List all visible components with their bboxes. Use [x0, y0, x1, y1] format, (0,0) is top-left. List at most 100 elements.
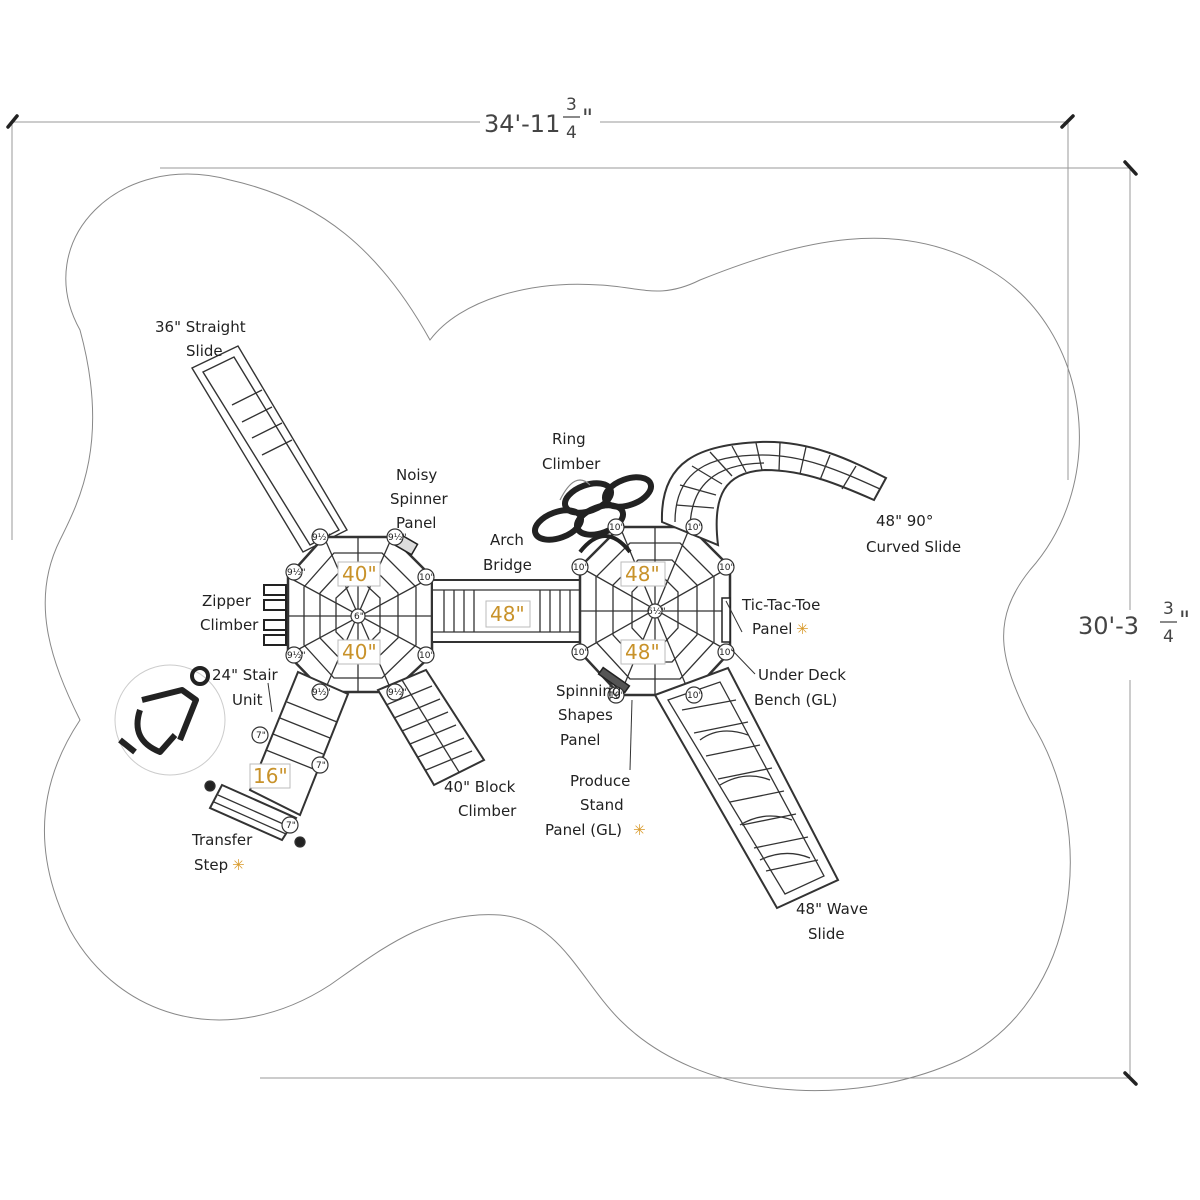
- label-under-deck-bench: Under Deck Bench (GL): [754, 666, 846, 709]
- svg-text:Slide: Slide: [186, 342, 223, 360]
- spinning-shapes-panel: [597, 666, 631, 694]
- svg-text:7": 7": [286, 821, 296, 831]
- svg-text:7": 7": [256, 731, 266, 741]
- svg-text:4: 4: [1163, 627, 1174, 647]
- svg-text:Climber: Climber: [458, 802, 517, 820]
- label-noisy-spinner: Noisy Spinner Panel: [390, 466, 448, 532]
- svg-text:Panel: Panel: [560, 731, 600, 749]
- svg-text:Panel: Panel: [396, 514, 436, 532]
- svg-text:Shapes: Shapes: [558, 706, 613, 724]
- label-zipper-climber: Zipper Climber: [200, 592, 259, 634]
- transfer-step: [204, 780, 306, 848]
- svg-text:✳: ✳: [796, 620, 809, 638]
- svg-text:Zipper: Zipper: [202, 592, 252, 610]
- straight-slide: [191, 345, 348, 553]
- svg-text:Arch: Arch: [490, 531, 524, 549]
- svg-text:Climber: Climber: [200, 616, 259, 634]
- svg-text:24" Stair: 24" Stair: [212, 666, 279, 684]
- stair-unit: [248, 670, 350, 817]
- svg-text:10": 10": [719, 563, 735, 573]
- dimension-ticks: [6, 114, 1138, 1086]
- label-stair-unit: 24" Stair Unit: [212, 666, 279, 709]
- svg-text:10": 10": [419, 573, 435, 583]
- svg-text:3: 3: [566, 95, 577, 115]
- svg-text:Bench (GL): Bench (GL): [754, 691, 837, 709]
- svg-text:Panel: Panel: [752, 620, 792, 638]
- svg-text:9½": 9½": [312, 688, 331, 698]
- svg-text:4: 4: [566, 123, 577, 143]
- svg-text:Climber: Climber: [542, 455, 601, 473]
- label-straight-slide: 36" Straight Slide: [155, 318, 246, 360]
- use-zone-boundary: [44, 173, 1080, 1092]
- block-climber: [376, 668, 486, 787]
- label-arch-bridge: Arch Bridge: [483, 531, 532, 574]
- svg-text:48" 90°: 48" 90°: [876, 512, 933, 530]
- svg-text:Unit: Unit: [232, 691, 263, 709]
- svg-text:40": 40": [342, 640, 377, 664]
- svg-text:48": 48": [490, 602, 525, 626]
- svg-text:48" Wave: 48" Wave: [796, 900, 868, 918]
- svg-text:Transfer: Transfer: [191, 831, 253, 849]
- label-curved-slide: 48" 90° Curved Slide: [866, 512, 961, 556]
- label-spinning-shapes: Spinning Shapes Panel: [556, 682, 621, 749]
- svg-text:36" Straight: 36" Straight: [155, 318, 246, 336]
- svg-text:Slide: Slide: [808, 925, 845, 943]
- svg-text:9½": 9½": [388, 533, 407, 543]
- post-marker-labels: 9½" 9½" 9½" 10" 9½" 10" 9½" 9½" 10" 10" …: [256, 523, 735, 831]
- svg-text:Panel (GL): Panel (GL): [545, 821, 622, 839]
- zipper-climber: [263, 584, 287, 646]
- width-dimension: [11, 121, 1131, 1079]
- post-markers: [251, 518, 735, 834]
- svg-text:48": 48": [625, 562, 660, 586]
- svg-text:Tic-Tac-Toe: Tic-Tac-Toe: [741, 596, 820, 614]
- svg-text:Spinner: Spinner: [390, 490, 448, 508]
- svg-text:7": 7": [316, 761, 326, 771]
- label-produce-stand: Produce Stand Panel (GL) ✳: [545, 772, 646, 839]
- svg-text:": ": [582, 104, 593, 132]
- svg-text:Noisy: Noisy: [396, 466, 437, 484]
- label-block-climber: 40" Block Climber: [444, 778, 517, 820]
- svg-text:9½": 9½": [287, 568, 306, 578]
- label-wave-slide: 48" Wave Slide: [796, 900, 868, 943]
- wave-slide: [653, 666, 840, 910]
- svg-text:✳: ✳: [633, 821, 646, 839]
- label-transfer-step: Transfer Step ✳: [191, 831, 253, 874]
- label-tic-tac-toe: Tic-Tac-Toe Panel ✳: [741, 596, 820, 638]
- svg-text:Step: Step: [194, 856, 228, 874]
- svg-text:Produce: Produce: [570, 772, 630, 790]
- svg-text:9½": 9½": [287, 651, 306, 661]
- depth-label: 30'-3 3 4 ": [1078, 599, 1190, 647]
- svg-text:Under Deck: Under Deck: [758, 666, 846, 684]
- label-ring-climber: Ring Climber: [542, 430, 601, 473]
- svg-text:10": 10": [609, 691, 625, 701]
- svg-text:10": 10": [687, 523, 703, 533]
- svg-text:Bridge: Bridge: [483, 556, 532, 574]
- svg-text:6½": 6½": [647, 607, 666, 617]
- svg-text:40" Block: 40" Block: [444, 778, 516, 796]
- svg-text:9½": 9½": [388, 688, 407, 698]
- svg-text:16": 16": [253, 764, 288, 788]
- svg-text:6": 6": [354, 612, 364, 622]
- svg-text:34'-11: 34'-11: [484, 110, 560, 138]
- svg-text:Curved Slide: Curved Slide: [866, 538, 961, 556]
- svg-text:Spinning: Spinning: [556, 682, 621, 700]
- width-label: 34'-11 3 4 ": [484, 95, 593, 143]
- svg-text:Ring: Ring: [552, 430, 586, 448]
- svg-text:3: 3: [1163, 599, 1174, 619]
- under-deck-bench: [721, 597, 731, 643]
- deck-height-labels: 40" 40" 48" 48" 48" 16": [249, 561, 666, 789]
- svg-text:30'-3: 30'-3: [1078, 612, 1139, 640]
- svg-text:10": 10": [609, 523, 625, 533]
- svg-text:": ": [1179, 606, 1190, 634]
- svg-text:40": 40": [342, 562, 377, 586]
- svg-text:9½": 9½": [312, 533, 331, 543]
- leader-lines: [267, 600, 756, 771]
- svg-text:10": 10": [573, 563, 589, 573]
- svg-text:10": 10": [419, 651, 435, 661]
- svg-text:✳: ✳: [232, 856, 245, 874]
- curved-slide: [660, 440, 888, 547]
- svg-text:10": 10": [687, 691, 703, 701]
- svg-text:10": 10": [573, 648, 589, 658]
- svg-text:Stand: Stand: [580, 796, 624, 814]
